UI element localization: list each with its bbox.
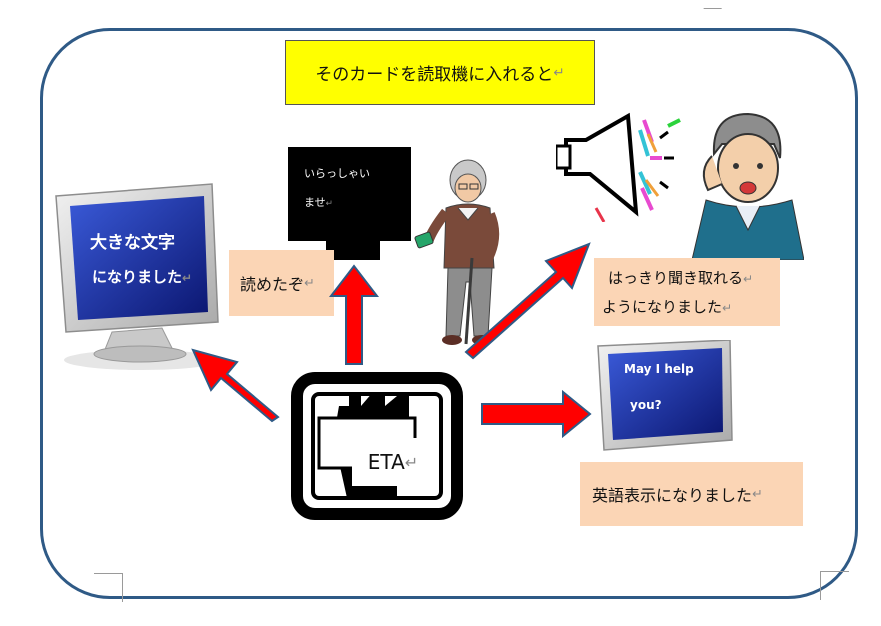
page-corner-mark-bottom-right bbox=[820, 571, 849, 600]
return-mark: ↵ bbox=[325, 199, 334, 209]
return-mark: ↵ bbox=[752, 486, 763, 502]
page-corner-mark-bottom-left bbox=[94, 573, 123, 602]
eta-card-text: ETA bbox=[367, 450, 405, 474]
return-mark: ↵ bbox=[404, 452, 419, 472]
hearing-line-2: ようになりました↵ bbox=[602, 296, 732, 317]
welcome-sign-line-1: いらっしゃい bbox=[304, 167, 370, 180]
listening-man-icon bbox=[691, 112, 805, 261]
megaphone-illustration bbox=[554, 112, 696, 226]
arrow-to-english bbox=[481, 389, 592, 439]
welcome-sign-tab bbox=[326, 240, 380, 260]
rounded-frame bbox=[40, 28, 858, 599]
title-box: そのカードを読取機に入れると↵ bbox=[285, 40, 595, 105]
english-label-text: 英語表示になりました bbox=[592, 486, 753, 505]
elderly-man-illustration bbox=[408, 158, 508, 358]
return-mark: ↵ bbox=[304, 275, 315, 291]
arrow-to-welcome-sign bbox=[328, 264, 380, 365]
large-text-line-1: 大きな文字 bbox=[90, 233, 175, 253]
large-text-line-2-text: になりました bbox=[92, 268, 183, 286]
welcome-sign-line-2: ませ↵ bbox=[304, 194, 333, 210]
arrow-to-hearing bbox=[464, 242, 591, 360]
return-mark: ↵ bbox=[722, 301, 733, 315]
hearing-line-2-text: ようになりました bbox=[602, 298, 723, 316]
megaphone-icon bbox=[554, 112, 681, 223]
english-line-2: you? bbox=[630, 398, 662, 412]
read-it-text: 読めたぞ bbox=[240, 275, 305, 294]
hearing-line-1-text: はっきり聞き取れる bbox=[608, 269, 744, 287]
read-it-label: 読めたぞ↵ bbox=[229, 250, 334, 316]
monitor-icon bbox=[55, 183, 220, 370]
english-monitor: May I help you? bbox=[592, 339, 742, 469]
listening-man-illustration bbox=[691, 110, 805, 264]
hearing-line-1: はっきり聞き取れる↵ bbox=[608, 267, 753, 288]
hearing-label: はっきり聞き取れる↵ ようになりました↵ bbox=[594, 258, 780, 326]
elderly-man-icon bbox=[414, 159, 500, 345]
return-mark: ↵ bbox=[182, 271, 193, 285]
return-mark: ↵ bbox=[553, 64, 565, 81]
large-text-line-2: になりました↵ bbox=[92, 266, 192, 287]
english-line-1: May I help bbox=[624, 362, 694, 376]
welcome-sign: いらっしゃい ませ↵ bbox=[288, 147, 411, 241]
arrow-to-large-text bbox=[191, 348, 280, 423]
large-text-monitor: 大きな文字 になりました↵ bbox=[52, 182, 232, 376]
title-text: そのカードを読取機に入れると bbox=[315, 65, 554, 85]
monitor-icon bbox=[597, 339, 733, 451]
english-label: 英語表示になりました↵ bbox=[580, 462, 803, 526]
eta-card-label: ETA↵ bbox=[352, 438, 434, 486]
welcome-sign-line-2-text: ませ bbox=[304, 196, 326, 209]
return-mark: ↵ bbox=[743, 272, 754, 286]
